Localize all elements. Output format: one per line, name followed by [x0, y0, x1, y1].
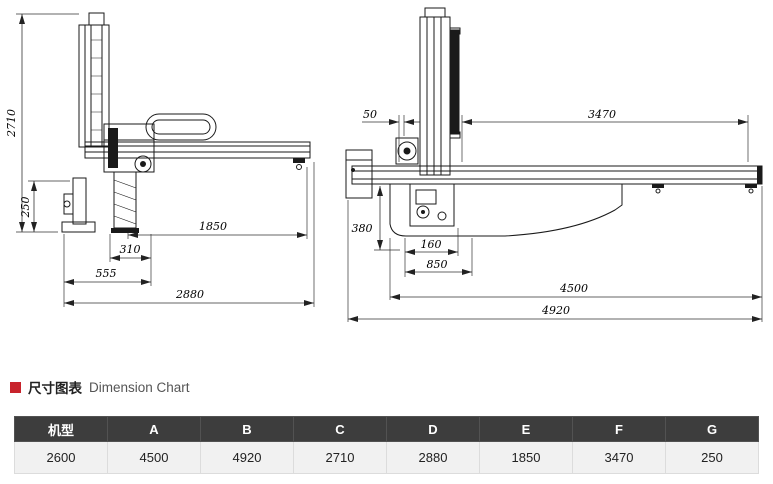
col-header-f: F [572, 416, 666, 442]
section-bullet-icon [10, 381, 21, 393]
col-header-e: E [479, 416, 573, 442]
dim-label-555: 555 [96, 267, 117, 280]
cell-d: 2880 [386, 441, 480, 474]
dim-label-4920: 4920 [541, 304, 570, 317]
col-header-model: 机型 [14, 416, 108, 442]
cell-f: 3470 [572, 441, 666, 474]
dimension-table: 机型 A B C D E F G 2600 4500 4920 2710 288… [14, 416, 759, 474]
cell-e: 1850 [479, 441, 573, 474]
section-title-en: Dimension Chart [89, 379, 190, 395]
cell-c: 2710 [293, 441, 387, 474]
dim-label-380: 380 [352, 222, 373, 235]
col-header-b: B [200, 416, 294, 442]
technical-drawing: 2710 250 1850 310 555 2880 [5, 7, 763, 322]
dim-label-2880: 2880 [175, 288, 204, 301]
left-view [61, 12, 311, 233]
col-header-a: A [107, 416, 201, 442]
dim-label-850: 850 [427, 258, 448, 271]
col-header-g: G [665, 416, 759, 442]
dim-label-160: 160 [421, 238, 442, 251]
section-title-zh: 尺寸图表 [28, 381, 82, 396]
cell-a: 4500 [107, 441, 201, 474]
table-data-row: 2600 4500 4920 2710 2880 1850 3470 250 [14, 441, 759, 474]
section-heading: 尺寸图表 Dimension Chart [10, 377, 190, 397]
cell-b: 4920 [200, 441, 294, 474]
left-view-dimensions: 2710 250 1850 310 555 2880 [5, 13, 315, 307]
dim-label-4500: 4500 [559, 282, 588, 295]
col-header-c: C [293, 416, 387, 442]
dim-label-50: 50 [363, 108, 377, 121]
right-view [345, 7, 763, 237]
dim-label-310: 310 [120, 243, 141, 256]
right-view-dimensions: 50 3470 380 160 850 4500 4920 [347, 108, 763, 322]
cell-model: 2600 [14, 441, 108, 474]
dim-label-2710: 2710 [5, 109, 18, 138]
cell-g: 250 [665, 441, 759, 474]
dim-label-3470: 3470 [588, 108, 616, 121]
table-header-row: 机型 A B C D E F G [14, 416, 759, 442]
dim-label-250: 250 [19, 197, 32, 219]
col-header-d: D [386, 416, 480, 442]
dim-label-1850: 1850 [199, 220, 227, 233]
